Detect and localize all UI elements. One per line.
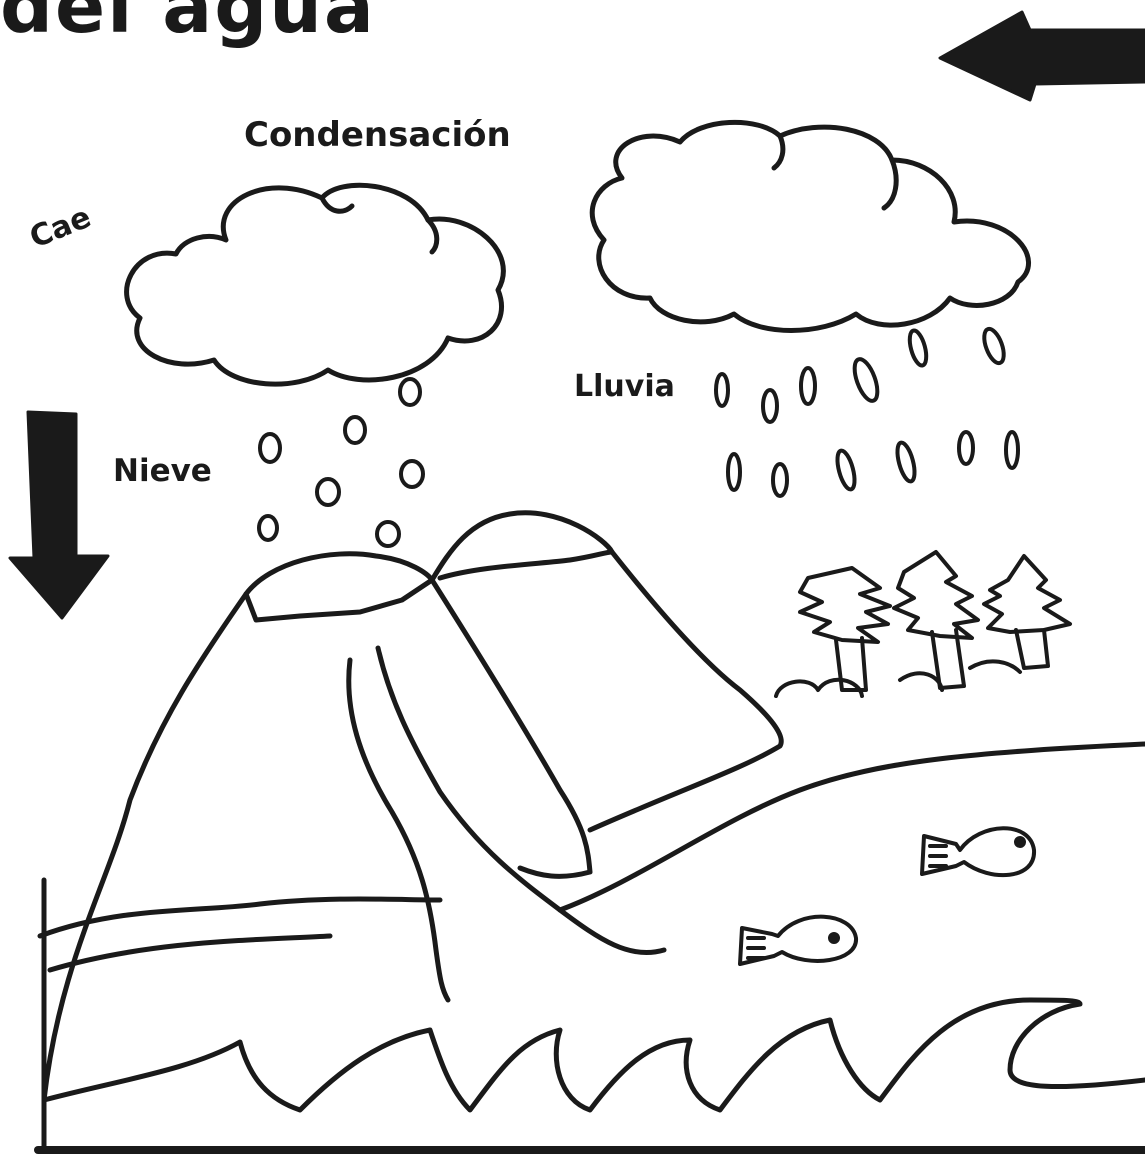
label-snow: Nieve — [113, 453, 212, 489]
raindrop — [773, 464, 787, 496]
label-rain: Lluvia — [574, 369, 675, 404]
tree-right-trunk — [1016, 630, 1048, 668]
snowflake — [401, 461, 423, 487]
bushes — [776, 661, 1020, 696]
raindrops — [716, 326, 1018, 496]
snowflake — [400, 379, 420, 405]
fish-eye — [830, 934, 838, 942]
raindrop — [980, 326, 1007, 365]
mountains — [40, 513, 781, 1100]
mountain-left — [44, 554, 590, 1100]
label-condensation: Condensación — [244, 115, 511, 155]
tree-left — [800, 568, 890, 642]
cloud-right — [592, 122, 1028, 330]
tree-mid — [894, 552, 978, 638]
fish-upper — [922, 828, 1034, 875]
raindrop — [728, 454, 740, 490]
mountain-left-snowcap — [246, 580, 432, 620]
fish — [740, 828, 1034, 964]
snowflakes — [259, 379, 423, 546]
snowflake — [345, 417, 365, 443]
mountain-right — [432, 513, 781, 830]
snowflake — [317, 479, 339, 505]
fish-eye — [1016, 838, 1024, 846]
raindrop — [894, 441, 918, 483]
down-arrow-icon — [10, 412, 108, 618]
ocean-waves — [44, 1000, 1145, 1110]
cloud-right-detail — [774, 136, 896, 208]
snowflake — [260, 434, 280, 462]
snowflake — [259, 516, 277, 540]
tree-right — [984, 556, 1070, 632]
lake-shore — [560, 744, 1145, 910]
page-title: del agua — [0, 0, 376, 50]
raindrop — [801, 368, 815, 404]
mountain-base — [40, 899, 440, 936]
raindrop — [1006, 432, 1018, 468]
left-arrow-icon — [940, 12, 1145, 100]
snowflake — [377, 522, 399, 546]
mountain-right-snowcap — [440, 552, 612, 578]
raindrop — [959, 432, 973, 464]
raindrop — [907, 329, 930, 367]
tree-mid-trunk — [932, 630, 964, 688]
cloud-left-detail — [322, 198, 437, 252]
cloud-left — [127, 185, 504, 384]
raindrop — [834, 449, 858, 491]
trees — [776, 552, 1070, 696]
raindrop — [850, 356, 882, 404]
river — [349, 648, 664, 1000]
fish-lower — [740, 917, 856, 964]
raindrop — [716, 374, 728, 406]
raindrop — [763, 390, 777, 422]
mountain-base-detail — [50, 936, 330, 970]
tree-left-trunk — [836, 638, 866, 690]
